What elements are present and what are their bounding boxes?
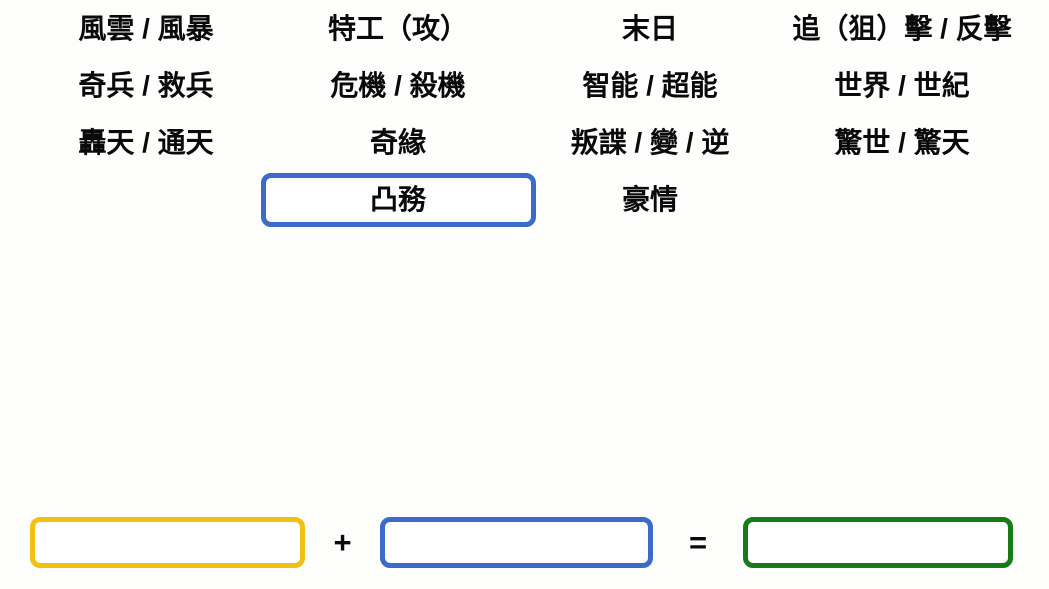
- word-cell: 轟天 / 通天: [78, 126, 214, 158]
- word-cell: 追（狙）擊 / 反擊: [792, 12, 1012, 44]
- plus-operator: +: [333, 525, 352, 560]
- word-cell: 叛諜 / 變 / 逆: [570, 126, 730, 158]
- word-cell: 末日: [621, 12, 678, 44]
- word-cell: 智能 / 超能: [582, 69, 718, 101]
- word-cell: 危機 / 殺機: [330, 69, 466, 101]
- answer-slot-green[interactable]: [743, 517, 1013, 568]
- word-cell-empty: [776, 171, 1028, 228]
- highlighted-word-label: 凸務: [369, 183, 426, 215]
- word-cell: 特工（攻）: [327, 12, 468, 44]
- equation-bar: + =: [0, 517, 1049, 568]
- answer-slot-blue[interactable]: [380, 517, 653, 568]
- word-cell-empty: [20, 171, 272, 228]
- word-cell: 奇緣: [369, 126, 426, 158]
- word-cell: 奇兵 / 救兵: [78, 69, 214, 101]
- answer-slot-yellow[interactable]: [30, 517, 305, 568]
- word-cell: 凸務: [260, 171, 536, 228]
- word-cell: 豪情: [621, 183, 678, 215]
- word-grid: 風雲 / 風暴 特工（攻） 末日 追（狙）擊 / 反擊 奇兵 / 救兵 危機 /…: [20, 0, 1028, 228]
- word-cell: 世界 / 世紀: [834, 69, 970, 101]
- highlighted-word-box[interactable]: 凸務: [260, 172, 536, 227]
- word-cell: 驚世 / 驚天: [834, 126, 970, 158]
- equals-operator: =: [688, 525, 708, 560]
- word-cell: 風雲 / 風暴: [78, 12, 214, 44]
